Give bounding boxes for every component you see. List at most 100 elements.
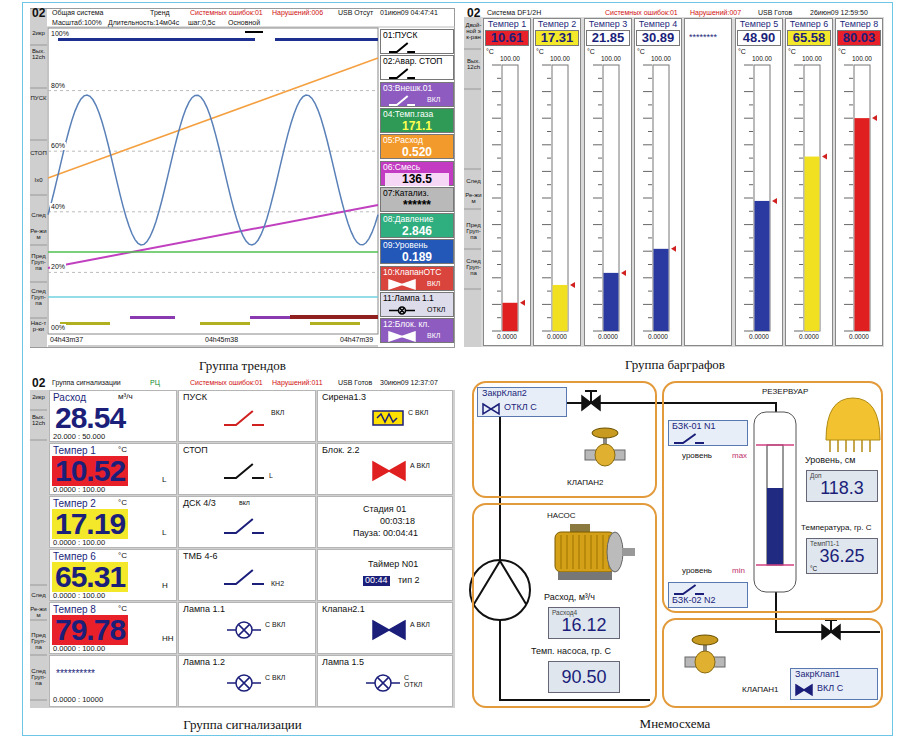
node-text: 00:44 [363, 576, 390, 586]
rect-shape [58, 38, 255, 41]
node-text: Темпер 1 [484, 20, 530, 30]
node-box: ******** [684, 18, 732, 346]
line-shape [749, 78, 753, 79]
node-text: °C [637, 48, 645, 56]
rect-shape [60, 322, 110, 325]
label-text: 40% [50, 203, 66, 211]
node-text: БЗК-02 N2 [672, 596, 716, 606]
line-shape [547, 211, 551, 212]
polygon-shape [491, 404, 499, 414]
rect-shape [373, 411, 403, 425]
path-shape [389, 69, 415, 78]
line-shape [464, 169, 481, 170]
node-text: Расход, м³/ч [544, 593, 595, 603]
node-text: КН2 [271, 580, 284, 588]
line-shape [845, 440, 847, 452]
line-shape [844, 118, 853, 119]
path-shape [377, 414, 397, 422]
node-text: тип 2 [398, 576, 420, 586]
node-text: °C [738, 48, 746, 56]
line-shape [542, 171, 551, 172]
line-shape [497, 317, 501, 318]
node-box: МнемосхемаКЛАПАН2ЗакрКлап2ОТКЛ СРЕЗЕРВУА… [465, 378, 885, 708]
polygon-shape [402, 280, 415, 289]
path-shape [389, 43, 415, 52]
node-text: 0.0000 [534, 333, 580, 340]
node-box: 01:ПУСК [380, 29, 454, 54]
node-box: Темпер 880.03°C100.000.0000 [835, 18, 883, 346]
label-text: 02 [467, 7, 480, 20]
polygon-shape [402, 332, 415, 341]
node-text: 136.5 [385, 173, 449, 186]
node-text: 79.78 [52, 615, 128, 645]
line-shape [492, 198, 501, 199]
node-box: 07:Катализ.****** [380, 187, 454, 212]
line-shape [579, 535, 580, 569]
line-shape [744, 198, 753, 199]
line-shape [48, 211, 378, 212]
line-shape [744, 277, 753, 278]
polygon-shape [822, 625, 831, 639]
node-text: ******** [689, 33, 717, 43]
label-text: Ре-жим [465, 192, 482, 204]
node-text: Таймер N01 [368, 560, 418, 570]
line-shape [567, 535, 568, 569]
label-text: Группа сигнализации [52, 379, 121, 387]
node-text: L [162, 529, 166, 538]
node-text: 65.58 [787, 30, 831, 46]
node-text: 0.0000 : 10000 [53, 696, 103, 704]
path-shape [224, 411, 264, 425]
label-text: 80% [50, 82, 66, 90]
line-shape [648, 237, 652, 238]
node-box: Темпер 110.61°C100.000.0000 [483, 18, 531, 346]
node-text: Пауза: 00:04:41 [353, 529, 418, 539]
node-text: 20.000 : 50.000 [53, 433, 105, 441]
line-shape [794, 91, 803, 92]
node-box: 06:Смесь136.5 [380, 161, 454, 186]
label-text: ПУСК [30, 95, 47, 101]
path-shape [389, 96, 415, 105]
node-text: 10.52 [52, 456, 128, 486]
node-text: СТОП [183, 446, 208, 456]
node-text: С ВКЛ [408, 409, 432, 416]
rect-shape [30, 378, 455, 390]
node-text: С ОТКЛ [404, 674, 428, 689]
line-shape [749, 158, 753, 159]
node-art [836, 19, 884, 347]
node-text: Мнемосхема [465, 717, 885, 731]
path-shape [224, 570, 264, 584]
node-text: БЗК-01 N1 [672, 422, 716, 432]
line-shape [598, 131, 602, 132]
line-shape [844, 171, 853, 172]
line-shape [844, 224, 853, 225]
line-shape [799, 317, 803, 318]
node-text: Клапан2.1 [322, 605, 365, 615]
node-art [736, 19, 784, 347]
line-shape [869, 440, 871, 452]
line-shape [648, 291, 652, 292]
path-shape [520, 300, 525, 306]
line-shape [30, 282, 47, 283]
node-box: Темпер 430.89°C100.000.0000 [634, 18, 682, 346]
node-text: 30.89 [636, 30, 680, 46]
node-text: уровень [682, 567, 712, 576]
line-shape [547, 104, 551, 105]
line-shape [48, 90, 378, 91]
node-text: С ВКЛ [265, 621, 289, 628]
line-shape [542, 277, 551, 278]
node-text: L [162, 476, 166, 485]
line-shape [799, 211, 803, 212]
g-shape [30, 9, 455, 347]
path-shape [366, 677, 400, 688]
node-box: Уровень, смДоп118.3 [806, 470, 878, 502]
line-shape [492, 171, 501, 172]
node-box: Лампа 1.2С ВКЛ [178, 655, 316, 707]
rect-shape [30, 9, 47, 347]
line-shape [585, 535, 586, 569]
node-text: 11:Лампа 1.1 [383, 294, 434, 303]
node-box: Блок. 2.2А ВКЛ [317, 443, 453, 495]
g-shape [464, 7, 884, 347]
node-text: 10:КлапанОТС [383, 268, 441, 277]
line-shape [643, 251, 652, 252]
line-shape [749, 237, 753, 238]
